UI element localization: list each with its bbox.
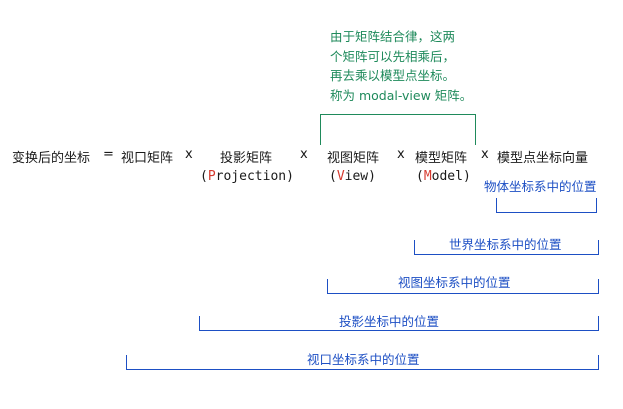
view-space-bracket	[327, 279, 599, 294]
modelview-bracket	[320, 114, 476, 145]
model-point-vector-label: 模型点坐标向量	[497, 151, 589, 166]
object-space-bracket	[496, 198, 597, 213]
projection-sublabel: (Projection)	[200, 169, 294, 184]
world-space-label: 世界坐标系中的位置	[449, 237, 562, 252]
model-sublabel: (Model)	[416, 169, 471, 184]
times-sign: x	[300, 147, 308, 162]
note-line: 再去乘以模型点坐标。	[330, 68, 456, 83]
note-line: 称为 modal-view 矩阵。	[330, 87, 473, 103]
viewport-space-label: 视口坐标系中的位置	[307, 352, 420, 367]
equals-sign: =	[103, 147, 114, 162]
times-sign: x	[481, 147, 489, 162]
note-line: 个矩阵可以先相乘后，	[330, 48, 456, 64]
view-sublabel: (View)	[329, 169, 376, 184]
viewport-matrix-label: 视口矩阵	[121, 151, 174, 166]
projection-space-bracket	[199, 316, 599, 331]
view-space-label: 视图坐标系中的位置	[398, 275, 511, 290]
object-space-label: 物体坐标系中的位置	[484, 179, 597, 194]
times-sign: x	[397, 147, 405, 162]
projection-matrix-label: 投影矩阵	[220, 151, 273, 166]
times-sign: x	[185, 147, 193, 162]
projection-space-label: 投影坐标中的位置	[339, 314, 440, 329]
view-matrix-label: 视图矩阵	[327, 151, 380, 166]
world-space-bracket	[414, 240, 599, 255]
transformed-coord-label: 变换后的坐标	[12, 151, 91, 166]
model-matrix-label: 模型矩阵	[415, 151, 468, 166]
viewport-space-bracket	[126, 355, 599, 370]
associativity-note: 由于矩阵结合律，这两 个矩阵可以先相乘后， 再去乘以模型点坐标。 称为 moda…	[330, 27, 472, 105]
note-line: 由于矩阵结合律，这两	[330, 29, 456, 44]
